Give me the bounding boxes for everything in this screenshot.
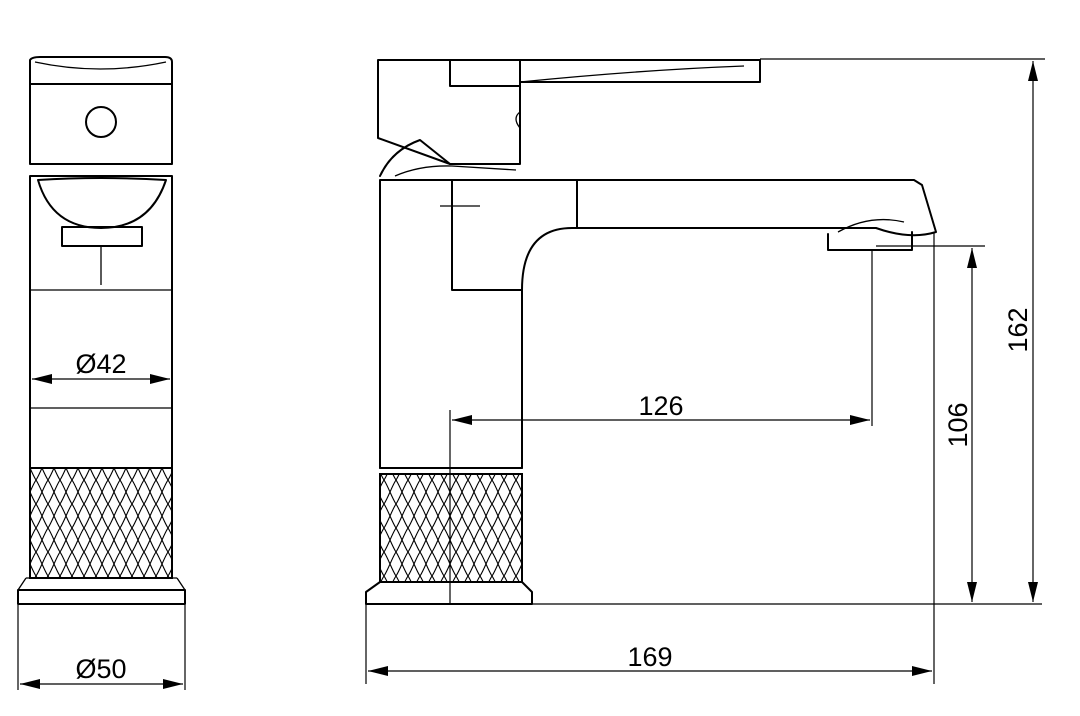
side-spout bbox=[576, 179, 937, 237]
side-pivot bbox=[379, 139, 451, 177]
side-base bbox=[365, 581, 533, 605]
dimension-label-overall-height: 162 bbox=[1003, 307, 1033, 352]
front-body bbox=[29, 175, 173, 469]
dimension-label-inner-diameter: Ø42 bbox=[75, 349, 126, 379]
side-knurled-band bbox=[379, 473, 523, 583]
front-view bbox=[17, 56, 186, 605]
front-lever-block bbox=[29, 83, 173, 165]
dimension-label-spout-height: 106 bbox=[943, 402, 973, 447]
dimension-label-overall-depth: 169 bbox=[627, 642, 672, 672]
front-base bbox=[17, 589, 186, 605]
side-view bbox=[365, 59, 1042, 605]
side-lever-handle bbox=[377, 59, 521, 165]
front-knurled-band bbox=[29, 467, 173, 579]
front-spout-end bbox=[37, 177, 167, 229]
front-lever-cap bbox=[29, 56, 173, 85]
dimension-lines bbox=[17, 58, 1045, 690]
front-lever-button bbox=[85, 106, 117, 138]
dimension-label-base-diameter: Ø50 bbox=[75, 654, 126, 684]
dimension-label-spout-reach: 126 bbox=[638, 391, 683, 421]
side-body bbox=[379, 179, 578, 469]
